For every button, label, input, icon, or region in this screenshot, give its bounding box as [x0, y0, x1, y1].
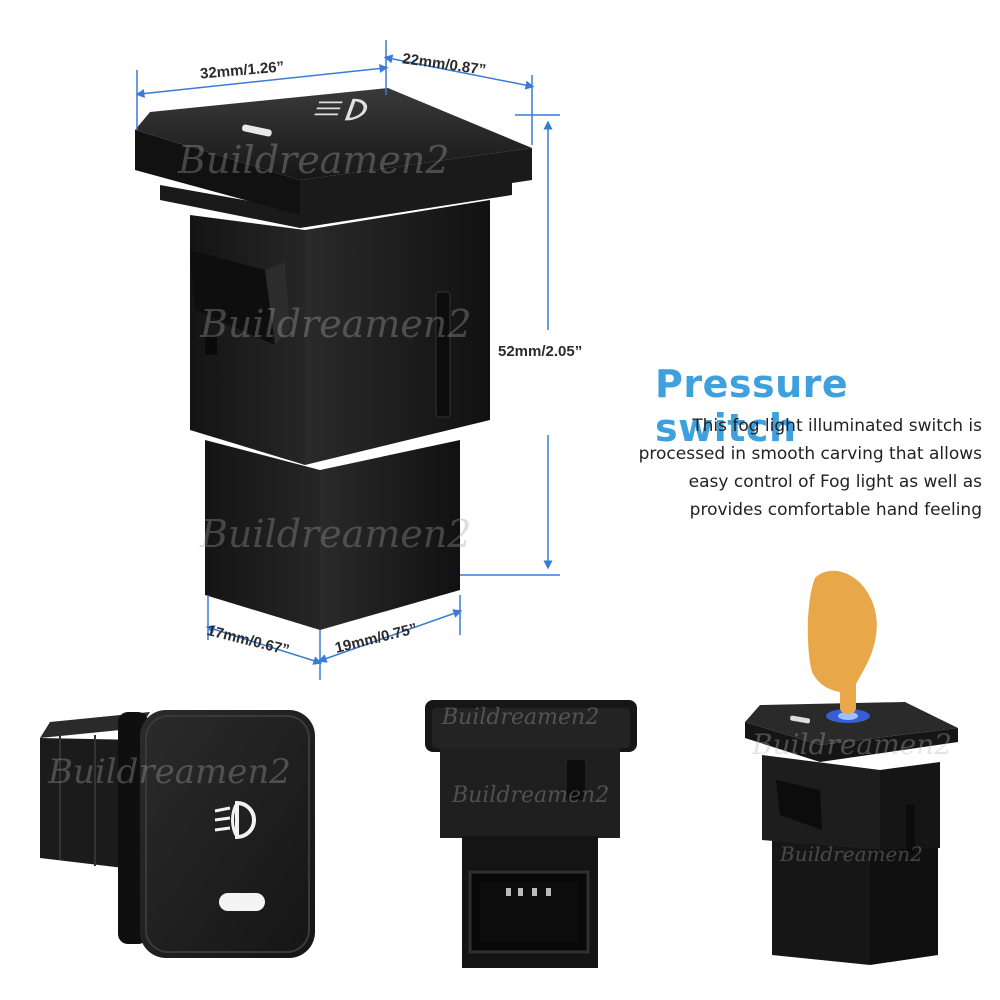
dimension-lines	[135, 40, 560, 680]
switch-front-view	[40, 710, 315, 958]
feature-line: This fog light illuminated switch is	[692, 416, 982, 436]
feature-line: provides comfortable hand feeling	[689, 500, 982, 520]
main-switch	[135, 88, 532, 630]
feature-description: This fog light illuminated switch is pro…	[562, 412, 982, 524]
watermark-text: Buildreamen2	[200, 302, 472, 346]
indicator-bar-icon	[219, 893, 265, 911]
switch-back-view	[425, 700, 637, 968]
feature-line: easy control of Fog light as well as	[688, 472, 982, 492]
dimension-height-label: 52mm/2.05”	[498, 343, 583, 360]
watermark-text: Buildreamen2	[752, 728, 953, 761]
fog-light-icon	[214, 800, 256, 840]
indicator-bar-icon	[242, 124, 272, 137]
switch-pressed-view	[745, 570, 958, 965]
watermark-text: Buildreamen2	[48, 752, 291, 792]
feature-line: processed in smooth carving that allows	[638, 444, 982, 464]
pressing-finger-icon	[807, 570, 877, 714]
watermark-text: Buildreamen2	[200, 512, 472, 556]
watermark-text: Buildreamen2	[452, 783, 610, 808]
watermark-text: Buildreamen2	[178, 138, 450, 182]
feature-title: Pressure switch	[655, 362, 849, 450]
watermark-text: Buildreamen2	[442, 705, 600, 730]
watermark-text: Buildreamen2	[780, 842, 923, 866]
fog-light-icon	[314, 98, 368, 121]
